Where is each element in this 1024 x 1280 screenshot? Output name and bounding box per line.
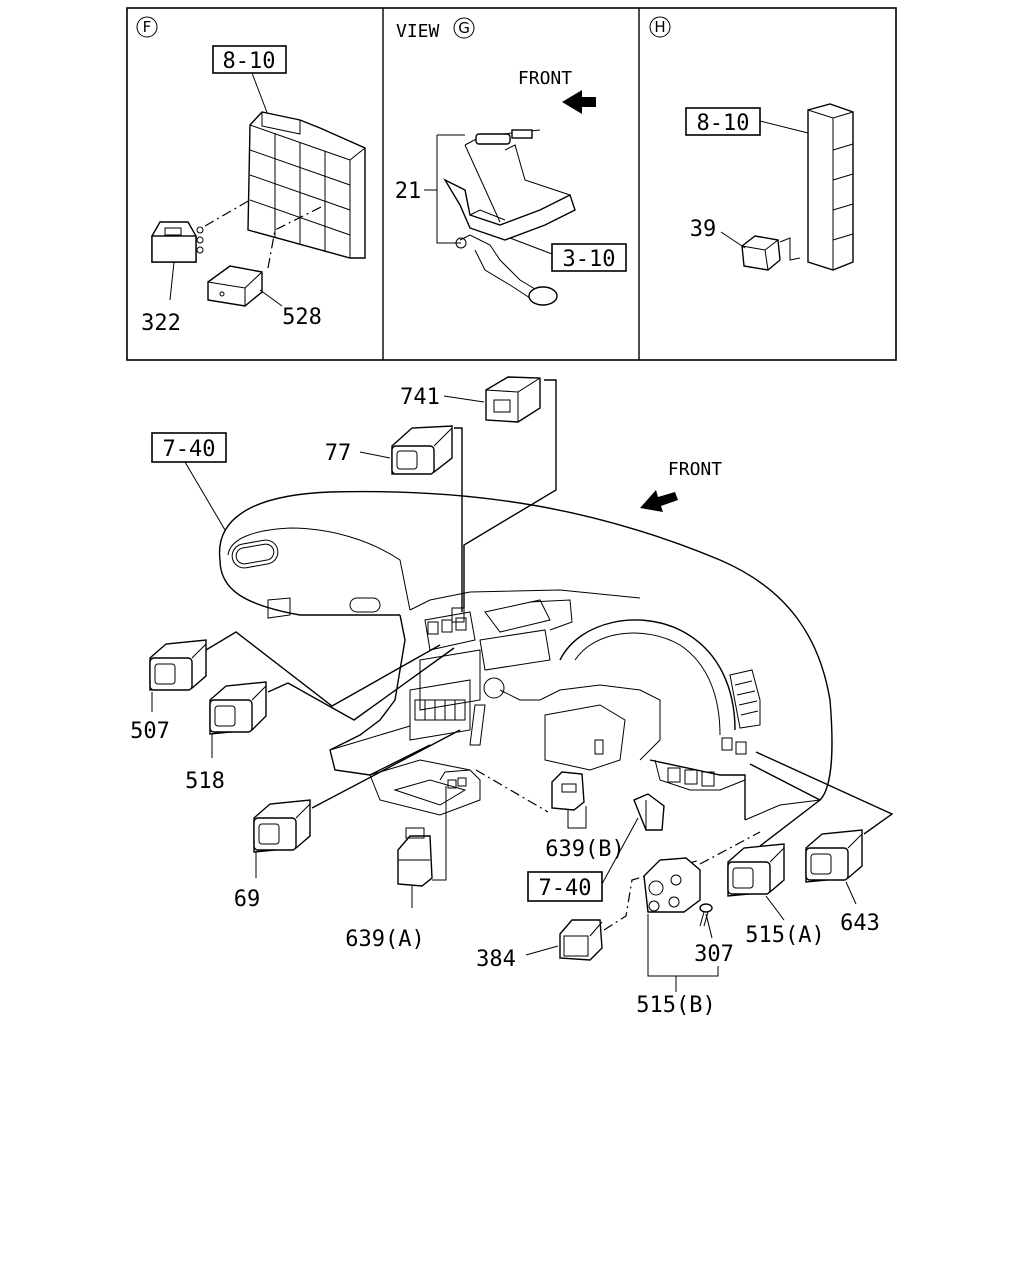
part-528-label[interactable]: 528	[282, 305, 322, 330]
panel-g-marker: G	[458, 19, 470, 37]
part-384-label[interactable]: 384	[476, 947, 516, 972]
panel-f: F 8-10 322	[136, 16, 366, 336]
part-643-label[interactable]: 643	[840, 911, 880, 936]
main-ref-box-mid[interactable]	[527, 871, 603, 902]
part-322-drawing	[151, 221, 204, 301]
panel-f-ref-box[interactable]	[212, 45, 287, 74]
part-639b-drawing	[551, 771, 585, 811]
part-77-label[interactable]: 77	[325, 441, 352, 466]
part-322-label[interactable]: 322	[141, 311, 181, 336]
part-384-drawing	[559, 919, 603, 961]
part-639a-drawing	[397, 827, 433, 887]
part-507-label[interactable]: 507	[130, 719, 170, 744]
part-741-drawing	[485, 376, 541, 423]
part-639b-label[interactable]: 639(B)	[545, 837, 624, 862]
part-21-label[interactable]: 21	[395, 179, 422, 204]
part-39-drawing	[741, 235, 781, 271]
panel-h-marker: H	[654, 18, 665, 36]
main-ref-label-mid: 7-40	[539, 876, 592, 901]
panel-h-ref-box[interactable]	[685, 107, 761, 136]
part-515b-label[interactable]: 515(B)	[636, 993, 715, 1018]
main-front-label: FRONT	[668, 459, 722, 480]
part-515a-label[interactable]: 515(A)	[745, 923, 824, 948]
part-741-label[interactable]: 741	[400, 385, 440, 410]
part-69-drawing	[253, 799, 311, 853]
panel-g-ref-label: 3-10	[563, 247, 616, 272]
part-643-drawing	[805, 829, 863, 883]
panel-h-ref-label: 8-10	[697, 111, 750, 136]
panel-g-marker-circle	[453, 17, 475, 39]
panel-g-ref-box[interactable]	[551, 243, 627, 272]
part-518-drawing	[209, 681, 267, 735]
panel-f-marker: F	[143, 18, 152, 36]
part-515b-drawing	[643, 857, 701, 913]
part-528-drawing	[207, 265, 283, 307]
main-section: 7-40 FRONT	[130, 376, 894, 1018]
panel-g: VIEW G FRONT 21 3-10	[395, 17, 627, 306]
panel-h: H 8-10 39	[649, 16, 854, 271]
main-ref-label-top: 7-40	[163, 437, 216, 462]
panel-g-title: VIEW	[396, 21, 440, 42]
part-39-label[interactable]: 39	[690, 217, 717, 242]
main-front-arrow-icon	[640, 490, 678, 512]
part-77-drawing	[391, 425, 453, 475]
panel-g-front-label: FRONT	[518, 68, 572, 89]
panel-f-marker-circle	[136, 16, 158, 38]
main-ref-box-top[interactable]	[151, 432, 227, 463]
part-515a-drawing	[727, 843, 785, 897]
fuse-strip-drawing	[807, 103, 854, 271]
bracket-drawing	[633, 793, 665, 831]
panel-f-ref-label: 8-10	[223, 49, 276, 74]
part-307-drawing	[699, 903, 713, 927]
part-639a-label[interactable]: 639(A)	[345, 927, 424, 952]
pedal-bracket-drawing	[443, 129, 576, 306]
part-507-drawing	[149, 639, 207, 691]
panel-g-front-arrow-icon	[562, 90, 596, 114]
part-518-label[interactable]: 518	[185, 769, 225, 794]
part-69-label[interactable]: 69	[234, 887, 261, 912]
panel-h-marker-circle	[649, 16, 671, 38]
part-307-label[interactable]: 307	[694, 942, 734, 967]
dashboard-drawing	[218, 490, 833, 821]
